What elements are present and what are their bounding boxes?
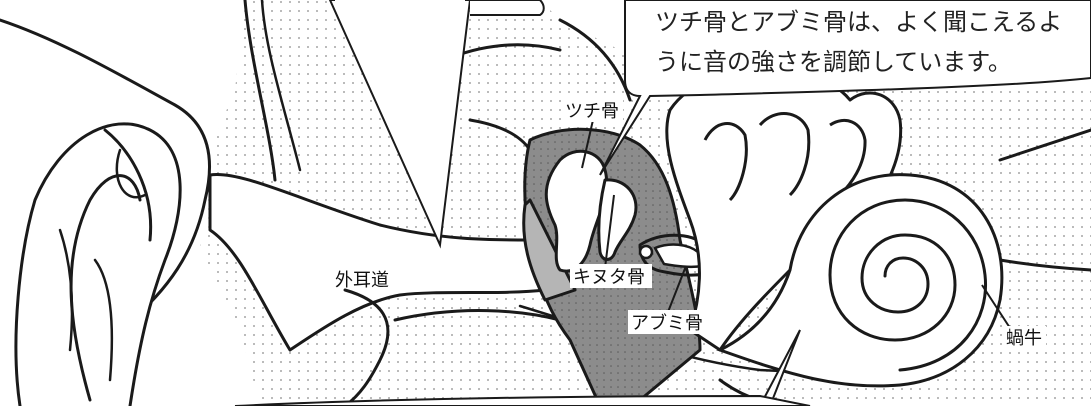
speech-bubble: ツチ骨とアブミ骨は、よく聞こえるよ うに音の強さを調節しています。 (599, 0, 1091, 176)
speech-bubble-tail-left (328, 0, 545, 249)
bubble-line-2: うに音の強さを調節しています。 (655, 48, 1012, 76)
label-cochlea: 蝸牛 (1006, 328, 1042, 348)
label-malleus: ツチ骨 (565, 101, 619, 121)
cochlea (716, 173, 1004, 388)
label-ear-canal: 外耳道 (335, 270, 389, 290)
label-stapes: アブミ骨 (631, 312, 703, 333)
outer-ear (0, 18, 212, 406)
label-incus: キヌタ骨 (573, 267, 645, 287)
bubble-line-1: ツチ骨とアブミ骨は、よく聞こえるよ (655, 8, 1062, 36)
upper-tissue-lines (443, 18, 1091, 406)
labels: ツチ骨 キヌタ骨 アブミ骨 外耳道 蝸牛 (335, 98, 1046, 350)
malleus-bone (544, 149, 609, 273)
leader-lines (581, 119, 1011, 329)
speech-bubble-tail-bottom (234, 329, 811, 406)
